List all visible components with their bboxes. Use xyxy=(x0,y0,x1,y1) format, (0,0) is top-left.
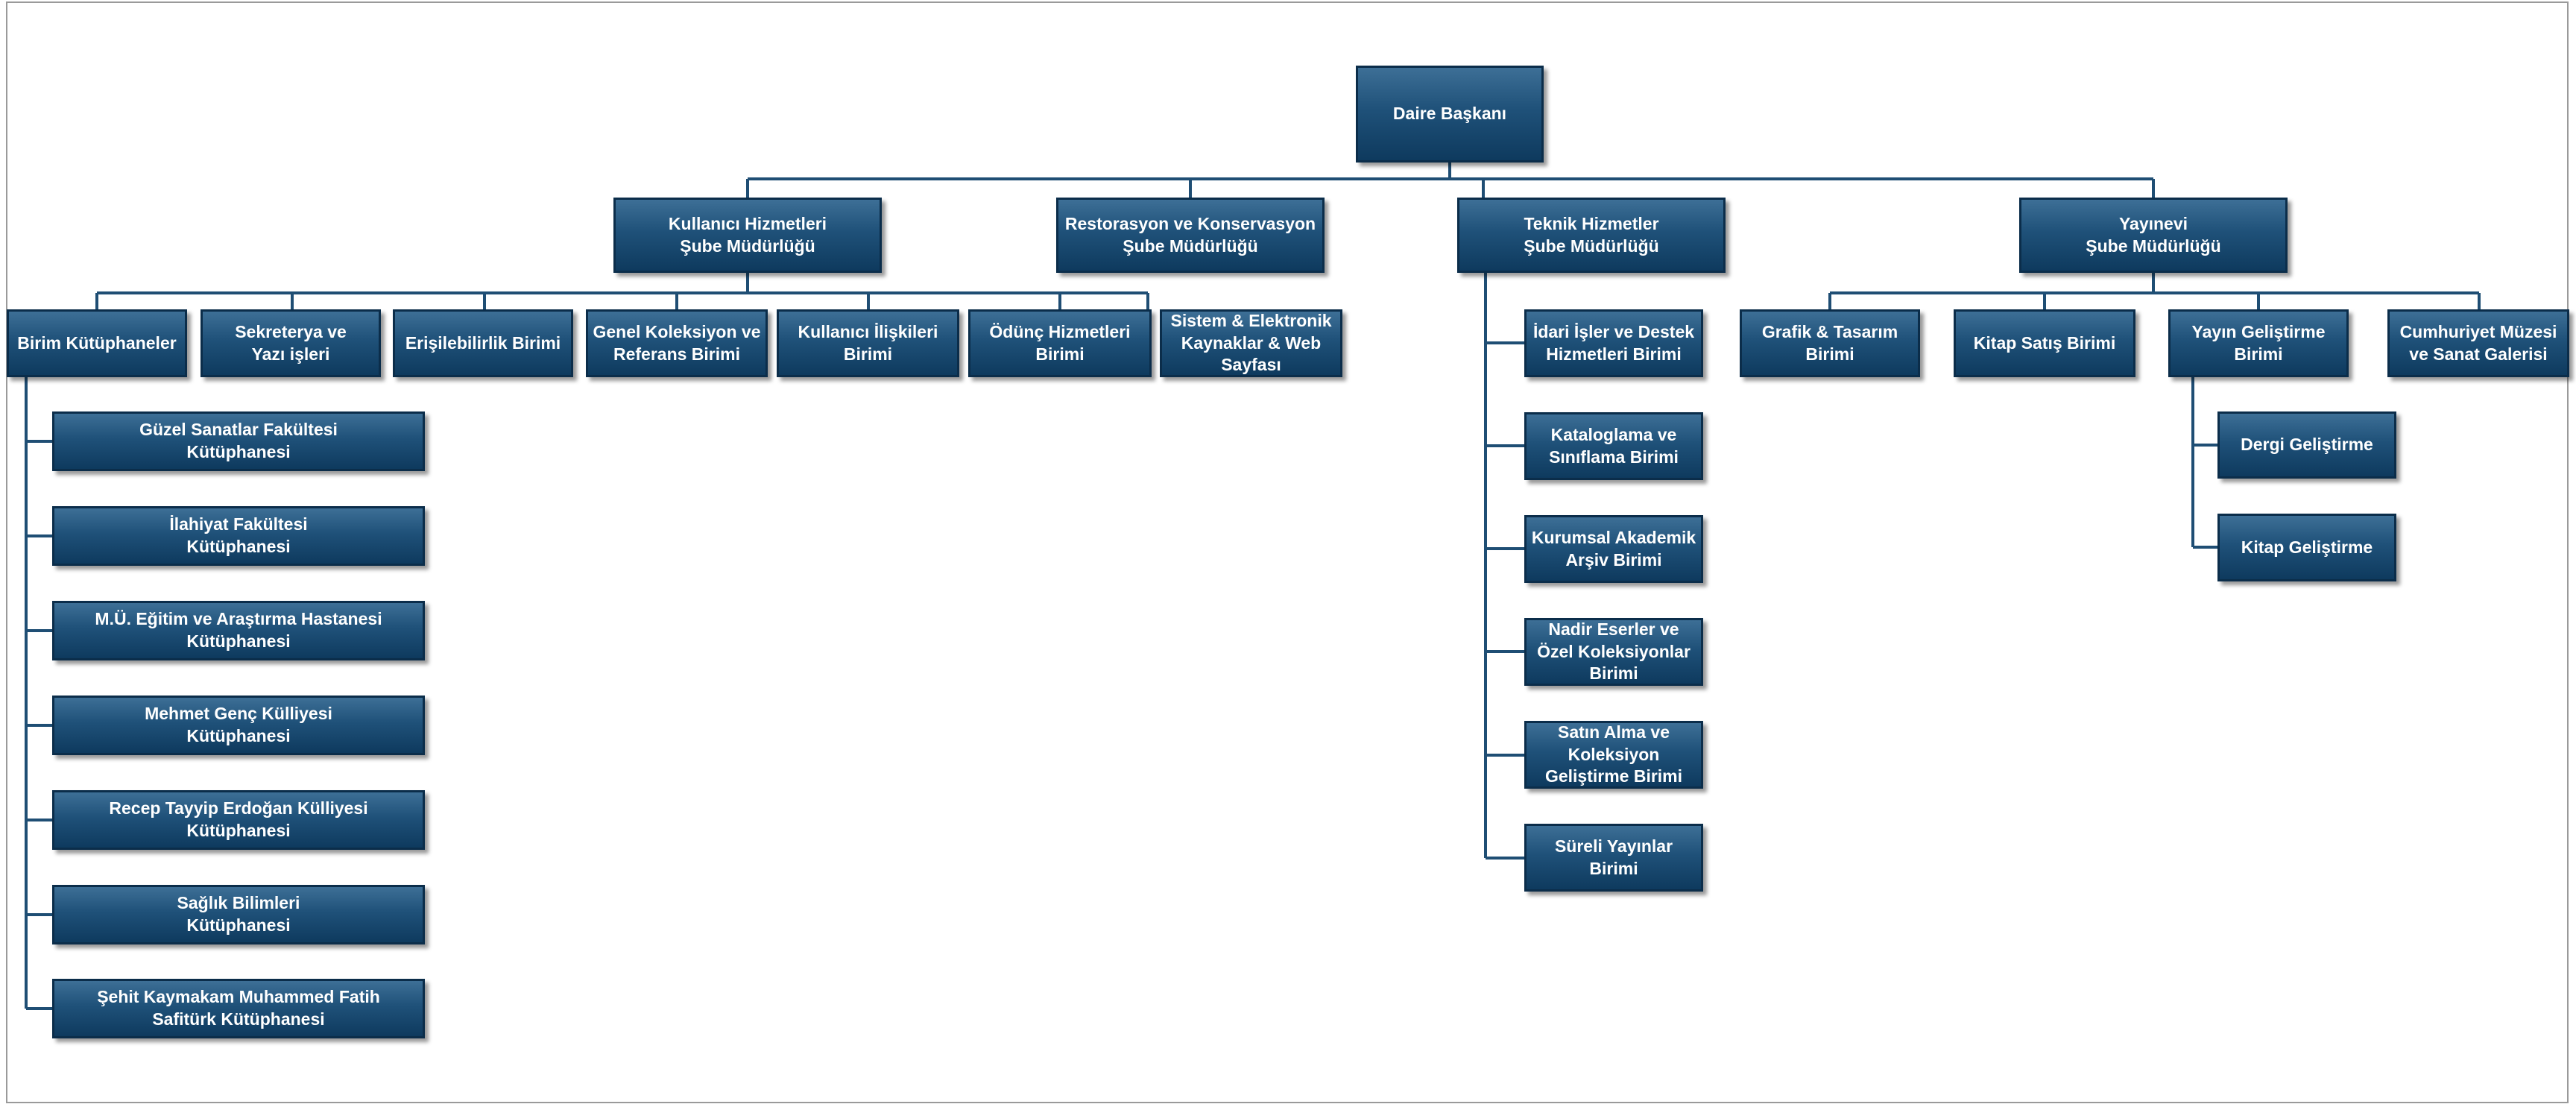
org-node-kurumsal-arsiv: Kurumsal Akademik Arşiv Birimi xyxy=(1524,515,1703,583)
org-node-birim-kutuphaneler: Birim Kütüphaneler xyxy=(7,309,187,377)
org-node-grafik-tasarim: Grafik & Tasarım Birimi xyxy=(1740,309,1920,377)
org-node-kitap-satis: Kitap Satış Birimi xyxy=(1954,309,2135,377)
org-node-nadir-eserler: Nadir Eserler ve Özel Koleksiyonlar Biri… xyxy=(1524,618,1703,686)
org-node-genel-koleksiyon: Genel Koleksiyon ve Referans Birimi xyxy=(586,309,768,377)
org-node-sureli-yayinlar: Süreli Yayınlar Birimi xyxy=(1524,824,1703,892)
org-node-library-guzel-sanatlar: Güzel Sanatlar Fakültesi Kütüphanesi xyxy=(52,411,425,471)
org-node-kullanici-iliskileri: Kullanıcı İlişkileri Birimi xyxy=(777,309,959,377)
org-node-kataloglama: Kataloglama ve Sınıflama Birimi xyxy=(1524,412,1703,480)
org-node-cumhuriyet-muzesi: Cumhuriyet Müzesi ve Sanat Galerisi xyxy=(2387,309,2569,377)
org-node-teknik-hizmetler: Teknik Hizmetler Şube Müdürlüğü xyxy=(1457,198,1726,273)
org-node-kitap-gelistirme: Kitap Geliştirme xyxy=(2217,514,2396,581)
org-node-kullanici-hizmetleri: Kullanıcı Hizmetleri Şube Müdürlüğü xyxy=(613,198,882,273)
org-node-satin-alma: Satın Alma ve Koleksiyon Geliştirme Biri… xyxy=(1524,721,1703,789)
org-node-library-mu-hastanesi: M.Ü. Eğitim ve Araştırma Hastanesi Kütüp… xyxy=(52,601,425,660)
org-node-library-mehmet-genc: Mehmet Genç Külliyesi Kütüphanesi xyxy=(52,696,425,755)
org-node-dergi-gelistirme: Dergi Geliştirme xyxy=(2217,411,2396,479)
org-node-library-sehit-kaymakam: Şehit Kaymakam Muhammed Fatih Safitürk K… xyxy=(52,979,425,1038)
org-node-library-ilahiyat: İlahiyat Fakültesi Kütüphanesi xyxy=(52,506,425,566)
org-node-yayin-gelistirme: Yayın Geliştirme Birimi xyxy=(2168,309,2349,377)
org-node-library-recep-tayyip-erdogan: Recep Tayyip Erdoğan Külliyesi Kütüphane… xyxy=(52,790,425,850)
org-chart-frame xyxy=(6,1,2569,1103)
org-node-sistem-elektronik: Sistem & Elektronik Kaynaklar & Web Sayf… xyxy=(1160,309,1342,377)
org-node-yayinevi: Yayınevi Şube Müdürlüğü xyxy=(2019,198,2288,273)
org-node-odunc-hizmetleri: Ödünç Hizmetleri Birimi xyxy=(968,309,1152,377)
org-node-idari-isler: İdari İşler ve Destek Hizmetleri Birimi xyxy=(1524,309,1703,377)
org-node-restorasyon-konservasyon: Restorasyon ve Konservasyon Şube Müdürlü… xyxy=(1056,198,1325,273)
org-node-library-saglik-bilimleri: Sağlık Bilimleri Kütüphanesi xyxy=(52,885,425,944)
org-node-sekreterya: Sekreterya ve Yazı işleri xyxy=(201,309,381,377)
org-node-erisilebilirlik: Erişilebilirlik Birimi xyxy=(393,309,573,377)
org-node-root: Daire Başkanı xyxy=(1356,66,1544,163)
